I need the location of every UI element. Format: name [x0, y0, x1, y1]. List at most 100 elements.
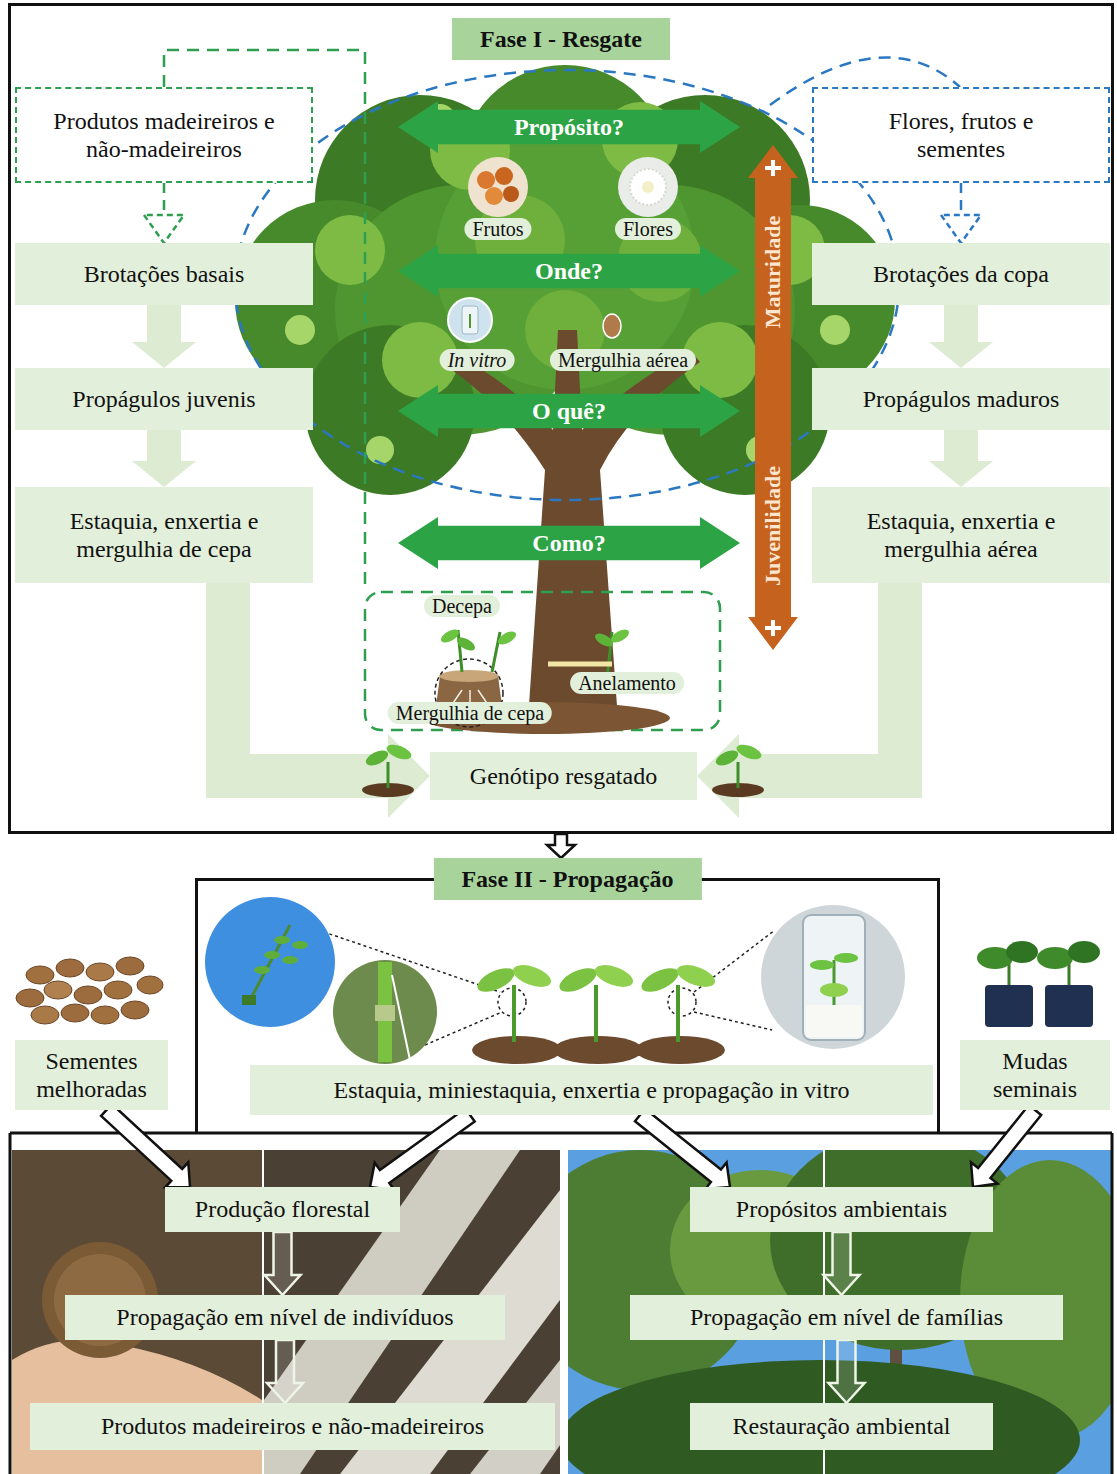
box-text: Estaquia, enxertia e mergulhia aérea	[820, 507, 1102, 563]
box-text: Mudas seminais	[980, 1047, 1090, 1103]
frame-heading: Fase I - Resgate	[452, 18, 670, 60]
label-text: Flores	[615, 218, 681, 240]
potted-seedlings	[1006, 941, 1038, 963]
fruit-photo	[495, 167, 513, 185]
seed-pile	[16, 957, 163, 1024]
cutting-photo	[205, 897, 335, 1027]
box-text: Sementes melhoradas	[25, 1047, 158, 1103]
pill-label: Mergulhia de cepa	[388, 702, 552, 724]
step-box: Produção florestal	[165, 1187, 400, 1232]
arrow-line	[739, 583, 900, 776]
flower-photo	[630, 169, 666, 205]
arrow-line	[944, 430, 978, 461]
seed-pile	[86, 963, 114, 981]
pill-label: Mergulhia aérea	[550, 349, 696, 371]
box-text: Produtos madeireiros e não-madeireiros	[53, 107, 275, 163]
question-text: O quê?	[532, 398, 606, 424]
step-box: Brotações basais	[15, 243, 313, 305]
tree-base	[609, 627, 631, 646]
potted-seedlings	[1068, 941, 1100, 963]
in-vitro-photo	[834, 953, 858, 963]
pill-label: Decepa	[424, 595, 500, 617]
arrow-head	[132, 461, 196, 487]
question-text: Como?	[532, 530, 605, 556]
seedling-row	[674, 961, 718, 992]
potted-seedlings	[1037, 947, 1073, 969]
seed-pile	[116, 957, 144, 975]
arrow-shape	[370, 1109, 475, 1191]
tree-trunk	[440, 330, 700, 720]
seedling-icon	[714, 747, 741, 768]
question-text: Propósito?	[514, 114, 624, 140]
seed-pile	[74, 986, 102, 1004]
connector	[144, 183, 184, 243]
in-vitro-photo	[448, 298, 492, 342]
cutting-photo	[254, 966, 270, 974]
fruit-photo	[468, 157, 528, 217]
phase-title: Fase I - Resgate	[452, 18, 670, 60]
seed-pile	[104, 981, 132, 999]
seedling-row	[514, 985, 678, 1042]
axis-text: Maturidade	[761, 216, 785, 328]
connector	[929, 305, 993, 368]
axis-text: Juvenilidade	[761, 466, 785, 586]
arrow-head	[132, 342, 196, 368]
seed-pile	[91, 1006, 119, 1024]
production-photo	[12, 1150, 560, 1474]
flower-photo	[618, 157, 678, 217]
tree-base	[439, 670, 499, 682]
arrow-shape	[635, 1109, 730, 1189]
box-text: Propósitos ambientais	[736, 1195, 947, 1223]
pill-label: Frutos	[464, 218, 531, 240]
tree-crown	[366, 436, 394, 464]
in-vitro-photo	[462, 306, 478, 334]
box-text: Brotações da copa	[873, 260, 1049, 288]
seed-pile	[31, 1006, 59, 1024]
double-arrow-shape	[398, 245, 740, 297]
connector	[370, 1109, 475, 1191]
canopy-outline	[235, 70, 899, 500]
result-box: Genótipo resgatado	[430, 752, 697, 800]
leader-lines	[694, 1012, 772, 1030]
connector	[929, 430, 993, 487]
question-arrow: Onde?	[398, 245, 740, 297]
restoration-photo	[568, 1150, 1112, 1474]
tree-base	[548, 662, 612, 667]
box-text: Restauração ambiental	[733, 1412, 951, 1440]
arrow-shape	[265, 1232, 301, 1295]
seed-pile	[56, 959, 84, 977]
seedling-icon	[712, 742, 764, 797]
pill-label: In vitro	[440, 349, 515, 371]
seedling-icon	[735, 742, 764, 762]
source-box: Produtos madeireiros e não-madeireiros	[15, 87, 313, 183]
graft-photo	[333, 960, 437, 1064]
box-text: Propágulos maduros	[863, 385, 1060, 413]
section-border	[10, 1132, 1112, 1135]
double-arrow-shape	[398, 385, 740, 437]
connector	[547, 834, 575, 858]
connector	[697, 583, 900, 818]
cutting-photo	[264, 951, 280, 959]
box-text: Propagação em nível de famílias	[690, 1303, 1003, 1331]
step-box: Propágulos maduros	[812, 368, 1110, 430]
potted-seedlings	[1045, 985, 1093, 1027]
tree-base	[496, 629, 518, 648]
label-text: Mergulhia de cepa	[388, 702, 552, 724]
fruit-photo	[468, 157, 528, 217]
seed-pile	[121, 1001, 149, 1019]
phase-frame: Fase II - PropagaçãoEstaquia, miniestaqu…	[195, 858, 940, 1133]
question-arrow: Propósito?	[398, 101, 740, 153]
maturity-arrow	[765, 160, 781, 176]
double-arrow-shape	[398, 517, 740, 569]
section-border	[1111, 1133, 1114, 1474]
box-text: Propagação em nível de indivíduos	[116, 1303, 453, 1331]
label-text: Mergulhia aérea	[550, 349, 696, 371]
connector	[941, 183, 981, 243]
source-box: Flores, frutos e sementes	[812, 87, 1110, 183]
connector	[265, 1232, 301, 1295]
seedling-icon	[385, 742, 414, 762]
arrow-line	[147, 305, 181, 342]
step-box: Propagação em nível de famílias	[630, 1295, 1063, 1340]
connector	[132, 305, 196, 368]
box-text: Estaquia, miniestaquia, enxertia e propa…	[334, 1076, 850, 1104]
